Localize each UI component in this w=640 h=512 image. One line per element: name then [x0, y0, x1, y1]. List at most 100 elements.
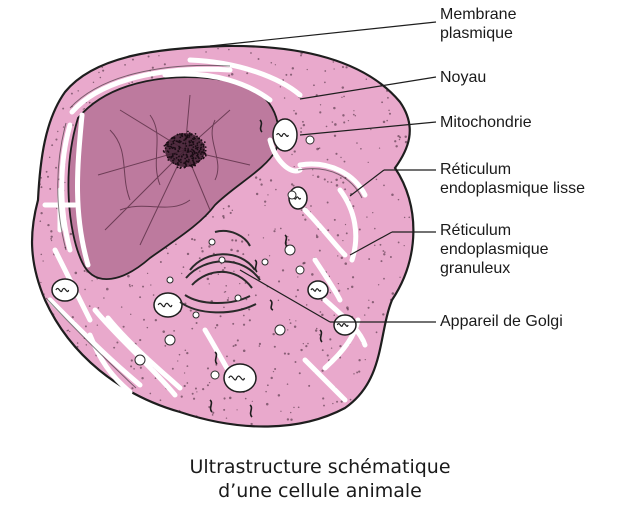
granule [235, 428, 237, 430]
nucleolus-granule [179, 133, 181, 135]
granule [106, 287, 109, 291]
granule [287, 238, 290, 241]
granule [131, 284, 134, 287]
granule [177, 360, 179, 362]
granule [382, 313, 385, 316]
nucleolus-granule [184, 137, 187, 140]
label-reticulum-lisse: Réticulum endoplasmique lisse [440, 161, 585, 197]
granule [224, 291, 227, 293]
granule [42, 331, 44, 333]
granule [92, 81, 95, 84]
granule [279, 227, 282, 230]
nucleolus-granule [176, 140, 179, 143]
granule [382, 356, 385, 358]
granule [81, 48, 84, 52]
granule [43, 324, 46, 327]
granule [414, 162, 416, 164]
granule [279, 86, 282, 88]
granule [50, 235, 53, 238]
granule [48, 409, 51, 413]
nucleolus-granule [181, 134, 183, 136]
nucleolus-granule [180, 155, 183, 158]
granule [49, 187, 52, 190]
granule [319, 111, 322, 114]
granule [265, 402, 269, 406]
granule [307, 342, 309, 345]
nucleolus-granule [172, 162, 175, 164]
granule [186, 365, 189, 368]
granule [406, 79, 409, 81]
granule [287, 235, 289, 238]
granule [265, 390, 267, 393]
granule [289, 319, 291, 321]
granule [55, 138, 58, 141]
granule [116, 399, 118, 402]
granule [45, 310, 48, 314]
granule [99, 413, 103, 417]
granule [32, 290, 34, 293]
granule [260, 183, 263, 186]
er-outline [45, 64, 363, 389]
granule [69, 68, 73, 71]
granule [309, 425, 311, 427]
granule [68, 385, 71, 387]
granule [240, 240, 244, 243]
granule [360, 147, 362, 150]
nucleolus-granule [196, 148, 199, 151]
granule [350, 285, 354, 289]
granule [190, 419, 193, 422]
granule [79, 66, 81, 69]
nucleolus-granule [196, 154, 198, 157]
granule [321, 349, 324, 352]
granule [336, 431, 337, 432]
granule [102, 69, 105, 72]
granule [368, 299, 370, 301]
granule [32, 240, 33, 243]
nucleolus-granule [192, 146, 195, 149]
nucleolus-granule [198, 159, 201, 162]
granule [327, 229, 330, 232]
granule [206, 277, 210, 281]
granule [76, 345, 79, 348]
granule [306, 68, 308, 71]
granule [403, 387, 407, 391]
granule [380, 260, 383, 263]
nucleolus-granule [167, 159, 170, 161]
granule [372, 212, 374, 214]
granule [228, 396, 232, 400]
granule [337, 255, 339, 257]
caption-line-1: Ultrastructure schématique [189, 456, 451, 478]
nucleolus-granule [171, 155, 174, 158]
granule [388, 109, 390, 112]
nucleolus-granule [186, 151, 189, 153]
granule [62, 126, 65, 128]
granule [384, 251, 386, 253]
granule [46, 69, 50, 72]
granule [409, 415, 412, 418]
granule [385, 403, 387, 406]
granule [83, 108, 86, 110]
granule [196, 391, 198, 393]
granule [314, 329, 318, 332]
granule [255, 192, 259, 196]
nucleolus-granule [193, 151, 196, 154]
granule [258, 345, 261, 347]
granule [87, 46, 90, 49]
granule [383, 184, 385, 187]
granule [66, 419, 69, 422]
nucleolus-granule [166, 145, 169, 147]
granule [78, 48, 81, 51]
granule [336, 400, 339, 403]
granule [393, 422, 396, 425]
nucleolus-granule [183, 162, 185, 165]
granule [150, 420, 152, 423]
granule [246, 72, 249, 75]
nucleolus-granule [199, 148, 202, 151]
granule [226, 298, 229, 302]
granule [342, 239, 344, 242]
granule [383, 253, 386, 256]
nucleolus-granule [163, 151, 166, 153]
granule [356, 416, 359, 418]
nucleolus-granule [198, 157, 200, 160]
granule [222, 207, 225, 210]
